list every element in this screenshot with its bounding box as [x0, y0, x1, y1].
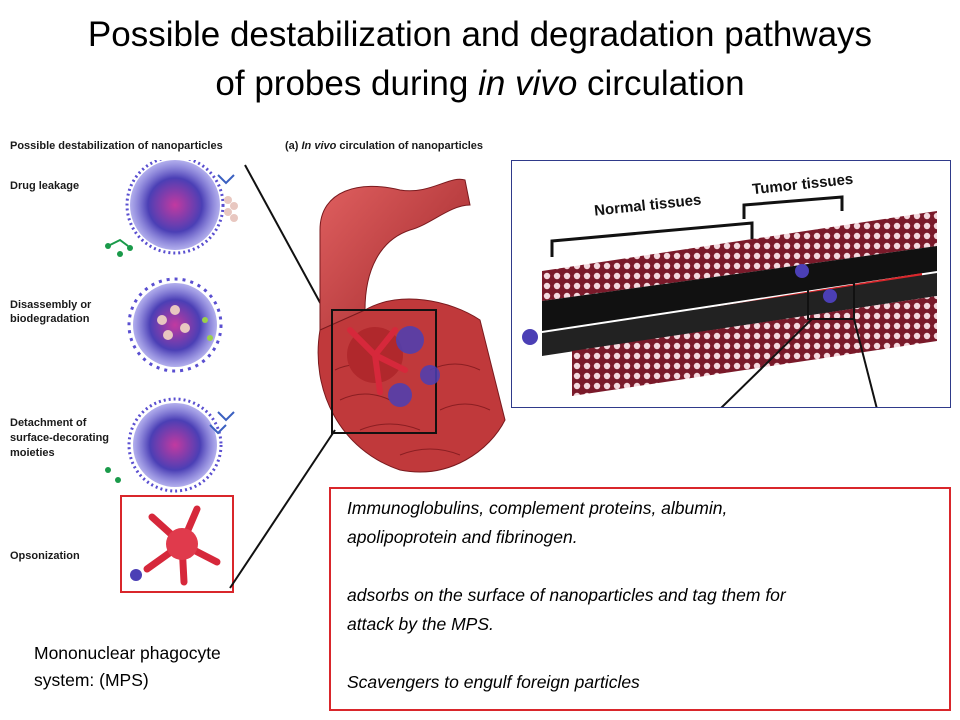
label-disassembly-2: biodegradation [10, 313, 90, 325]
title-line-1: Possible destabilization and degradation… [87, 15, 873, 54]
text-line-2: apolipoprotein and fibrinogen. [347, 527, 578, 547]
nanoparticle-disassembly [127, 277, 223, 373]
figure-right-header: (a) In vivo circulation of nanoparticles [285, 140, 483, 152]
opsonization-text-box: Immunoglobulins, complement proteins, al… [329, 487, 951, 711]
figure-left-header: Possible destabilization of nanoparticle… [10, 140, 223, 152]
nanoparticle-detachment [105, 397, 235, 493]
right-header-pre: (a) [285, 140, 302, 152]
tissue-vessel-illustration [522, 195, 937, 407]
text-line-1: Immunoglobulins, complement proteins, al… [347, 498, 728, 518]
right-header-em: In vivo [301, 140, 337, 152]
label-disassembly-1: Disassembly or [10, 299, 92, 311]
label-detachment-2: surface-decorating [10, 432, 110, 444]
label-drug-leakage: Drug leakage [10, 180, 80, 192]
opsonization-highlight-box [120, 495, 234, 593]
text-line-3: adsorbs on the surface of nanoparticles … [347, 585, 786, 605]
text-line-5: Scavengers to engulf foreign particles [347, 672, 640, 692]
tissue-inset: Normal tissues Tumor tissues [511, 160, 951, 408]
mps-line-2: system: (MPS) [34, 670, 149, 690]
title-line-2: of probes during in vivo circulation [0, 59, 960, 108]
slide-title: Possible destabilization and degradation… [0, 10, 960, 108]
blood-vessel-illustration [317, 178, 506, 473]
label-detachment-1: Detachment of [10, 417, 87, 429]
title-line-2-post: circulation [577, 64, 745, 103]
right-header-post: circulation of nanoparticles [336, 140, 484, 152]
text-line-4: attack by the MPS. [347, 614, 494, 634]
label-opsonization: Opsonization [10, 550, 80, 562]
mps-caption: Mononuclear phagocyte system: (MPS) [34, 640, 221, 694]
mps-line-1: Mononuclear phagocyte [34, 643, 221, 663]
title-line-2-pre: of probes during [215, 64, 479, 103]
title-line-2-em: in vivo [478, 64, 578, 103]
label-detachment-3: moieties [10, 447, 55, 459]
opsonized-nanoparticle [130, 505, 221, 586]
nanoparticle-illustrations [105, 160, 238, 493]
inset-zoom-box [807, 282, 855, 320]
nanoparticle-drug-leakage [105, 160, 238, 257]
